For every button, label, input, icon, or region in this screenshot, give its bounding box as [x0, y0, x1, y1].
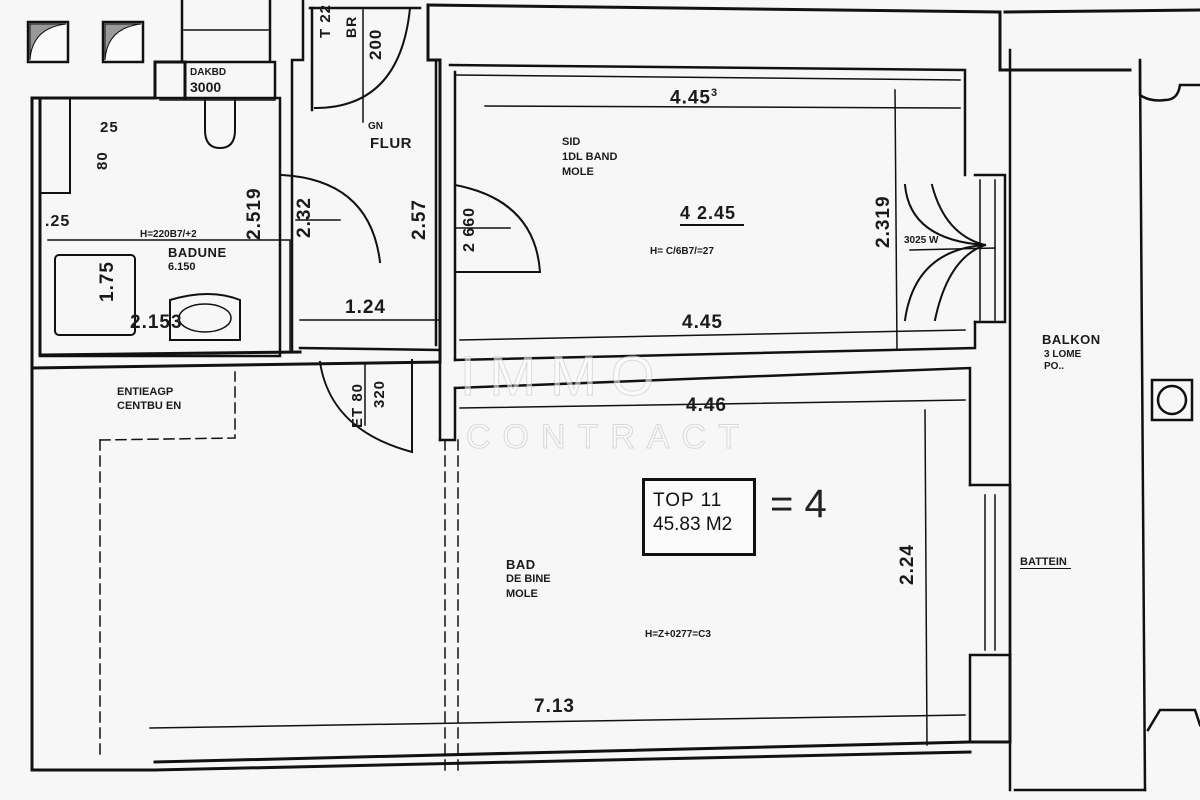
- column-marker: [1150, 378, 1194, 422]
- bath-top-dim: 3000: [190, 79, 222, 95]
- hall-walls: [180, 0, 442, 442]
- dashed-divider: [99, 371, 459, 771]
- top-room-width-top-value: 4.45: [670, 87, 711, 109]
- balcony-double-door: [903, 183, 996, 322]
- top-room-line3: MOLE: [562, 166, 594, 178]
- door-swings: [280, 6, 542, 454]
- top-room-formula: H= C/6B7/=27: [650, 246, 714, 257]
- bath-width-dim: 2.153: [130, 312, 183, 333]
- door-entry-dim-a: ET 80: [349, 382, 366, 428]
- bathtub: [54, 254, 136, 336]
- door-top-dim-a: T 22: [317, 3, 334, 38]
- top-room-door-dim: 2 660: [461, 206, 478, 252]
- door-top-dim-c: 200: [366, 28, 385, 60]
- bath-tub-dim: 1.75: [97, 261, 118, 302]
- main-total-width-dim: 7.13: [534, 696, 575, 717]
- main-room-line2: DE BINE: [506, 573, 551, 585]
- top-room-line1: SID: [562, 136, 581, 148]
- hall-width-dim: 1.24: [345, 297, 386, 318]
- bath-dim-25: .25: [45, 213, 71, 230]
- entry-line2: CENTBU EN: [117, 400, 182, 412]
- watermark-logo: IMMO: [459, 344, 669, 407]
- sink-fixture: [169, 293, 241, 341]
- main-room-width: 4.46: [686, 395, 727, 416]
- hall-prefix: GN: [368, 121, 383, 132]
- bath-height-dim: 2.519: [244, 187, 265, 240]
- top-room-area: 4 2.45: [680, 204, 745, 226]
- top-room-width-top: 4.453: [670, 87, 719, 109]
- entry-line1: ENTIEAGP: [117, 386, 174, 398]
- unit-area: 45.83 M2: [653, 513, 733, 535]
- toilet-fixture: [204, 99, 236, 150]
- annotation-equals: =: [770, 482, 794, 526]
- bath-room-area: 6.150: [168, 261, 196, 273]
- balcony-line3: PO..: [1044, 361, 1065, 372]
- annotation-value: 4: [804, 482, 827, 526]
- main-room-walls: [30, 360, 1012, 746]
- window-label: 3025 W: [904, 235, 939, 246]
- bath-dim-80: 80: [94, 151, 111, 170]
- door-entry-dim-b: 320: [371, 379, 388, 408]
- hall-room-name: FLUR: [370, 135, 412, 152]
- top-room-line2: 1DL BAND: [562, 151, 618, 163]
- unit-annotation: = 4: [770, 482, 827, 527]
- balcony-line2: 3 LOME: [1044, 349, 1082, 360]
- bath-dim-small: 25: [100, 119, 119, 136]
- watermark-subtitle: CONTRACT: [466, 418, 751, 456]
- bathroom-walls: [38, 60, 302, 358]
- bath-formula: H=220B7/+2: [140, 229, 197, 240]
- balcony-walls: [1008, 48, 1200, 792]
- top-room-walls: [448, 63, 1007, 362]
- door-top-dim-b: BR: [343, 15, 359, 38]
- top-room-height-dim: 2.319: [873, 195, 894, 248]
- main-room-line1: BAD: [506, 557, 536, 572]
- hall-door-dim: 2.32: [294, 197, 315, 238]
- main-room-line3: MOLE: [506, 588, 538, 600]
- unit-label-box: TOP 11 45.83 M2: [642, 478, 756, 556]
- unit-number: TOP 11: [653, 490, 723, 511]
- bath-top-label: DAKBD: [190, 67, 227, 78]
- top-room-width-bottom: 4.45: [682, 312, 723, 333]
- window-marks: [26, 20, 145, 64]
- top-room-width-top-sup: 3: [710, 87, 719, 99]
- bath-room-name: BADUNE: [168, 245, 227, 260]
- balcony-side-label: BATTEIN: [1020, 557, 1071, 569]
- main-room-height-dim: 2.24: [897, 544, 918, 585]
- main-room-formula: H=Z+0277=C3: [645, 629, 711, 640]
- hall-height-dim: 2.57: [409, 199, 430, 240]
- balcony-name: BALKON: [1042, 332, 1101, 347]
